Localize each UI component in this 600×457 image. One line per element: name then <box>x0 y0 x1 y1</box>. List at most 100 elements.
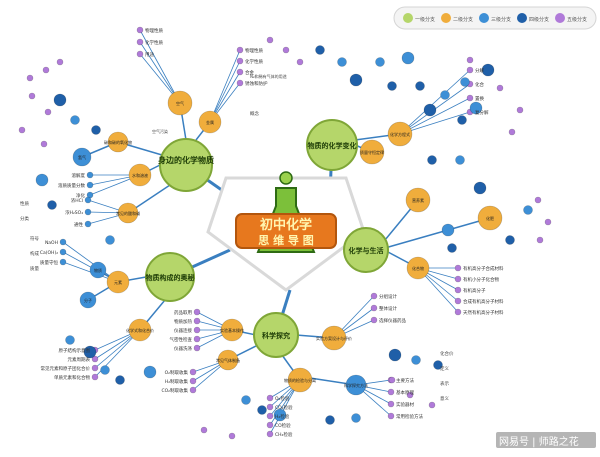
center-title-line1: 初中化学 <box>260 217 312 233</box>
node-label-acidbase: 常见的酸和碱 <box>116 210 140 216</box>
leaf-labels: 空气金属水和溶液常见的酸和碱碳和碳的氧化物氢气质量守恒定律化学方程式营养素化肥化… <box>20 27 504 438</box>
design-leaf-label: 整体设计 <box>379 305 397 312</box>
legend-swatch-level1 <box>403 13 413 23</box>
leaf-dot <box>296 58 304 66</box>
leaf-dot <box>228 432 236 440</box>
detect-leaf-label: CH₄检验 <box>275 431 293 438</box>
air-leaf-dot <box>136 50 144 58</box>
struct-leaf-dot <box>91 355 99 363</box>
water-leaf-label: 溶质质量分数 <box>58 182 85 189</box>
legend-label-level5: 五级分支 <box>567 16 587 23</box>
cluster-node <box>441 223 455 237</box>
node-label-formula: 化学式和化合价 <box>126 327 154 333</box>
reaction-leaf-label: 化合 <box>475 81 484 88</box>
design-leaf-dot <box>370 316 378 324</box>
node-air <box>167 90 193 116</box>
legend-swatch-level3 <box>479 13 489 23</box>
cluster-node <box>447 243 457 253</box>
metal-leaf-edge <box>209 60 241 123</box>
metal-leaf-dot <box>236 46 244 54</box>
cluster-node <box>523 205 533 215</box>
life-leaf-dot <box>454 308 462 316</box>
metal-leaf-dot <box>236 57 244 65</box>
life-leaf-dot <box>454 264 462 272</box>
leaf-dot <box>40 140 48 148</box>
node-label-compound: 化合物 <box>412 265 424 271</box>
life-leaf-label: 天然有机高分子材料 <box>463 309 504 316</box>
node-experiment <box>220 318 244 342</box>
cluster-node <box>65 335 75 345</box>
exp-leaf-dot <box>193 335 201 343</box>
node-label-conservation: 质量守恒定律 <box>360 149 384 155</box>
misc-label: 构成 <box>30 250 39 257</box>
node-label-hydrogen: 氢气 <box>78 154 86 160</box>
reaction-leaf-label: 置换 <box>475 95 484 102</box>
cluster-node <box>388 348 402 362</box>
air-leaf-edge <box>139 29 181 104</box>
cluster-node <box>349 73 363 87</box>
node-metal <box>198 110 222 134</box>
branch-edge <box>384 217 491 249</box>
acid-leaf-dot <box>84 208 92 216</box>
exp-leaf-dot <box>193 344 201 352</box>
branch-structure: 物质构成的奥秘 <box>145 252 195 302</box>
pollution-label: 空气污染 <box>152 128 168 134</box>
life-leaf-label: 有机小分子化合物 <box>463 276 499 283</box>
cluster-node <box>469 101 483 115</box>
center-node: 初中化学 思 维 导 图 <box>206 171 366 292</box>
node-label-inquiry: 科学探究方法 <box>344 382 368 388</box>
misc-label: 化合价 <box>440 350 454 357</box>
metal-leaf-dot <box>236 79 244 87</box>
node-formula <box>128 318 152 342</box>
node-nutrition <box>405 187 431 213</box>
legend-swatch-level2 <box>441 13 451 23</box>
cluster-node <box>375 57 385 67</box>
acid-leaf-dot <box>84 196 92 204</box>
node-element <box>106 270 130 294</box>
elem-leaf-label: NaOH <box>45 240 58 246</box>
cluster-node <box>387 81 397 91</box>
detect-leaf-dot <box>266 394 274 402</box>
method-leaf-dot <box>387 400 395 408</box>
leaf-dot <box>496 84 504 92</box>
detect-leaf-label: H₂检验 <box>275 413 290 420</box>
design-leaf-label: 分组设计 <box>379 293 397 300</box>
air-leaf-label: 化学性质 <box>145 39 163 46</box>
cluster-node <box>325 415 335 425</box>
node-label-separate: 物质的检验与分离 <box>284 377 316 383</box>
method-leaf-label: 常用检验方法 <box>396 413 423 420</box>
node-conservation <box>359 139 385 165</box>
legend-swatch-level4 <box>517 13 527 23</box>
cluster-node <box>427 155 437 165</box>
detect-leaf-dot <box>266 403 274 411</box>
leaf-dot <box>28 92 36 100</box>
cluster-node <box>460 77 470 87</box>
node-equation <box>387 121 413 147</box>
elem-leaf-label: 质量守恒 <box>40 259 58 266</box>
metal-leaf-label: 锈蚀和防护 <box>245 80 268 87</box>
legend: 一级分支 二级分支 三级分支 四级分支 五级分支 <box>393 6 597 30</box>
node-particles <box>89 261 107 279</box>
branch-label-structure: 物质构成的奥秘 <box>146 273 195 282</box>
gas-leaf-label: H₂制取收集 <box>165 378 189 385</box>
watermark: 网易号 | 师路之花 <box>496 432 596 448</box>
cluster-node <box>481 63 495 77</box>
cluster-node <box>473 181 487 195</box>
cluster-node <box>241 395 251 405</box>
node-acidbase <box>117 202 139 224</box>
branch-body-substances: 身边的化学物质 <box>158 138 214 192</box>
struct-leaf-label: 原子结构示意图 <box>59 347 91 354</box>
branch-inquiry: 科学探究 <box>253 312 299 358</box>
method-leaf-dot <box>387 412 395 420</box>
life-leaf-dot <box>454 275 462 283</box>
node-label-carbon: 碳和碳的氧化物 <box>104 139 132 145</box>
node-label-nutrition: 营养素 <box>412 197 424 203</box>
reaction-leaf-edge <box>399 111 471 135</box>
misc-label: 分类 <box>20 215 29 222</box>
misc-label: 符号 <box>30 235 39 242</box>
cluster-node <box>100 365 110 375</box>
detect-leaf-label: CO₂检验 <box>275 404 293 411</box>
flask-bubble-icon <box>279 171 293 185</box>
leaf-dot <box>266 36 274 44</box>
cluster-node <box>440 90 450 100</box>
